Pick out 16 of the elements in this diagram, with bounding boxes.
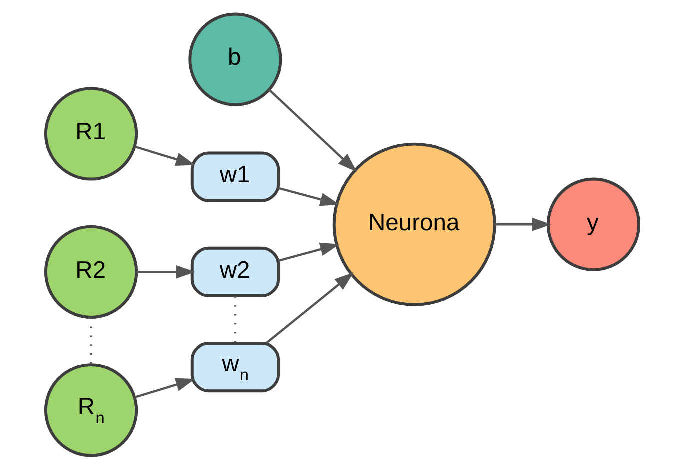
node-circle: y [546, 178, 640, 272]
arrow [134, 378, 195, 399]
arrow [278, 242, 340, 262]
node-box: w$_{n}$ [190, 342, 280, 393]
arrow [268, 89, 357, 172]
node-circle: R1 [44, 87, 138, 181]
arrow [265, 272, 354, 344]
arrow [494, 218, 552, 232]
node-circle: R$_{n}$ [44, 364, 138, 458]
node-box: w1 [190, 152, 280, 202]
arrow [134, 146, 195, 166]
node-box: w2 [190, 246, 280, 298]
node-circle: R2 [44, 225, 138, 319]
arrow [136, 265, 195, 279]
arrow [278, 187, 340, 206]
node-circle: b [188, 12, 282, 106]
